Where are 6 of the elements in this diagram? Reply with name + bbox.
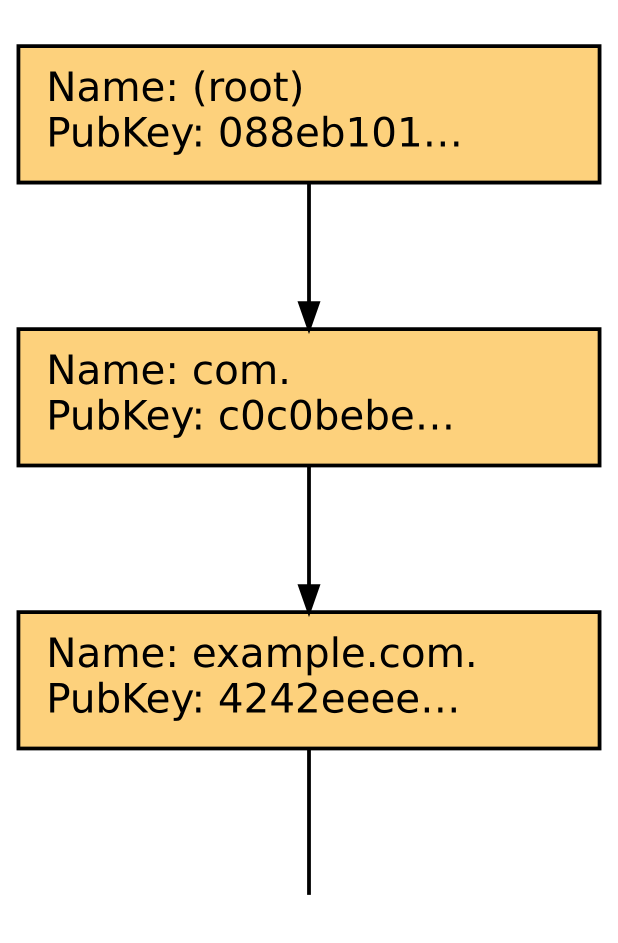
arrow	[297, 182, 321, 334]
node-box: Name: (root) PubKey: 088eb101…	[16, 44, 602, 184]
node-box: Name: com. PubKey: c0c0bebe…	[16, 327, 602, 468]
node-box: Name: example.com. PubKey: 4242eeee…	[16, 610, 602, 750]
connector	[307, 748, 311, 895]
arrow	[297, 466, 321, 618]
